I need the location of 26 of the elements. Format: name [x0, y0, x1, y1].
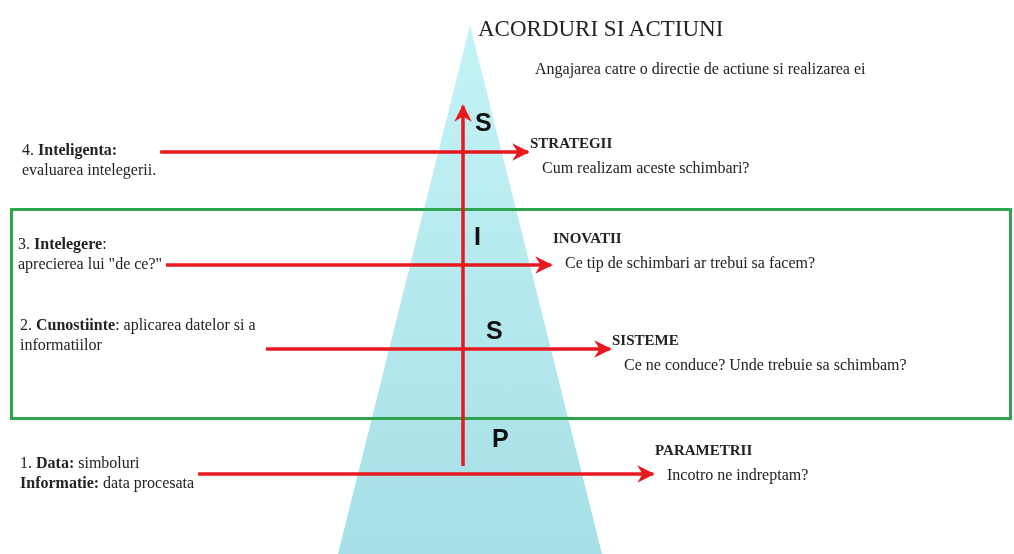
level-question: Incotro ne indreptam? — [667, 465, 809, 485]
level-label: 1. Data: simboluri — [20, 453, 140, 473]
section-frame — [10, 208, 1012, 420]
level-heading: SISTEME — [612, 331, 679, 350]
level-label: 2. Cunostiinte: aplicarea datelor si a informatiilor — [20, 315, 257, 355]
level-letter: I — [474, 222, 481, 251]
level-heading: PARAMETRII — [655, 441, 753, 460]
arrow — [160, 143, 530, 161]
level-label: 4. Inteligenta: — [22, 140, 118, 160]
level-heading: INOVATII — [553, 229, 622, 248]
level-description: aprecierea lui "de ce?" — [18, 254, 163, 274]
subtitle-text: Angajarea catre o directie de actiune si realizarea ei — [535, 60, 866, 78]
arrow — [166, 256, 553, 274]
level-letter: S — [486, 316, 503, 345]
level-letter: P — [492, 424, 509, 453]
level-heading: STRATEGII — [530, 134, 613, 153]
level-question: Ce tip de schimbari ar trebui sa facem? — [565, 253, 816, 273]
level-question: Ce ne conduce? Unde trebuie sa schimbam? — [624, 355, 907, 375]
diagram-title: ACORDURI SI ACTIUNI — [478, 16, 724, 42]
level-question: Cum realizam aceste schimbari? — [542, 158, 750, 178]
level-description: Informatie: data procesata — [20, 473, 195, 493]
level-description: evaluarea intelegerii. — [22, 160, 157, 180]
level-label: 3. Intelegere: — [18, 234, 107, 254]
arrow — [198, 465, 655, 483]
arrow — [266, 340, 612, 358]
level-letter: S — [475, 108, 492, 137]
